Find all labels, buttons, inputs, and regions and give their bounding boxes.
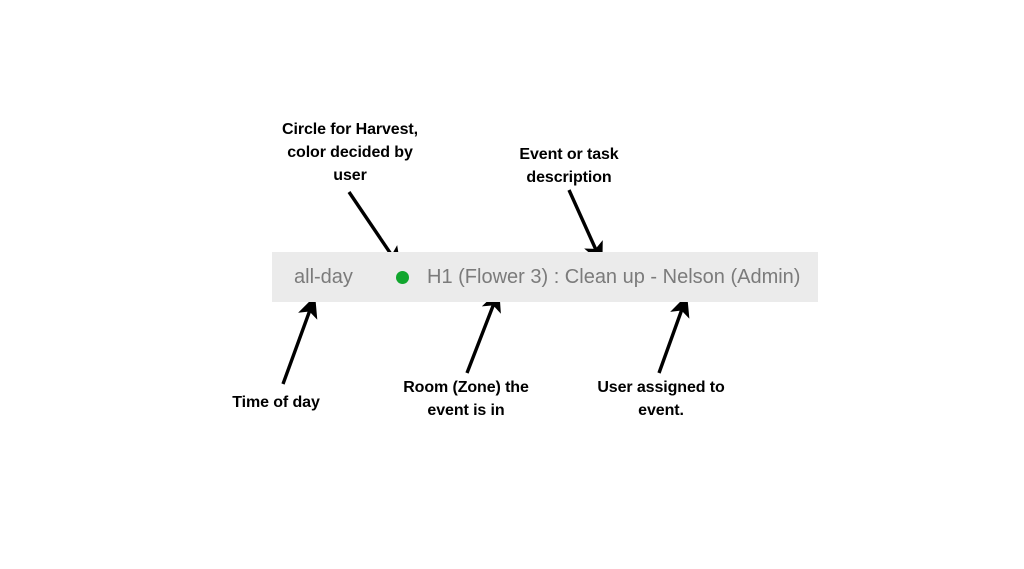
circle-icon <box>396 271 409 284</box>
event-time-label: all-day <box>294 265 353 288</box>
calendar-event-row[interactable]: all-day H1 (Flower 3) : Clean up - Nelso… <box>272 252 818 302</box>
arrow-room-to-zone <box>465 289 501 374</box>
annotation-label-room-zone: Room (Zone) the event is in <box>403 379 529 419</box>
annotation-label-circle: Circle for Harvest, color decided by use… <box>282 121 418 184</box>
arrow-user-to-assignee <box>657 294 690 374</box>
arrow-description-to-title <box>567 189 603 265</box>
annotation-label-time-of-day: Time of day <box>232 394 320 411</box>
annotation-label-user-assigned: User assigned to event. <box>597 379 725 419</box>
annotation-label-description: Event or task description <box>519 146 619 186</box>
arrow-time-to-allday <box>281 295 318 385</box>
event-title-label: H1 (Flower 3) : Clean up - Nelson (Admin… <box>427 265 801 288</box>
